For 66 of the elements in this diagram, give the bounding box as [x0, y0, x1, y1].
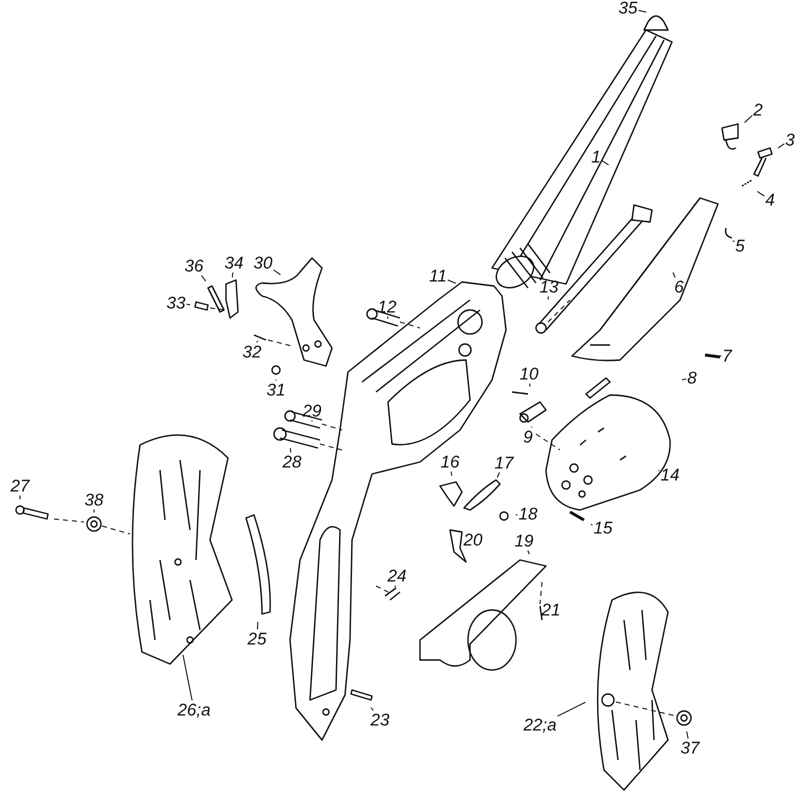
leader-line: [370, 707, 374, 711]
leader-line: [744, 114, 753, 124]
callout-number: 28: [282, 452, 302, 472]
leader-line: [638, 10, 647, 13]
callout-number: 25: [246, 630, 268, 648]
leader-line: [257, 621, 258, 630]
leader-line: [732, 240, 735, 242]
callout-number: 19: [514, 532, 534, 550]
callout-number: 8: [686, 368, 698, 388]
callout-number: 31: [266, 380, 286, 400]
callout-number: 7: [721, 346, 733, 366]
leader-line: [232, 272, 234, 278]
leader-line: [686, 731, 689, 739]
leader-line: [756, 190, 765, 197]
leader-line: [186, 304, 191, 306]
leader-line: [658, 470, 660, 472]
leader-line: [387, 316, 388, 320]
callout-number: 16: [440, 452, 460, 472]
leader-line: [540, 613, 544, 615]
leader-line: [601, 160, 610, 166]
callout-number: 30: [252, 254, 274, 272]
callout-number: 35: [618, 0, 638, 18]
leader-line: [672, 272, 676, 278]
callout-number: 10: [518, 364, 540, 384]
callout-number: 26;a: [176, 700, 212, 720]
leader-line: [447, 280, 456, 284]
leader-line: [200, 275, 206, 282]
callout-number: 4: [764, 190, 776, 210]
callout-number: 20: [462, 530, 484, 550]
callout-number: 36: [184, 256, 204, 276]
callout-number: 11: [428, 266, 448, 286]
leader-line: [450, 471, 452, 476]
callout-number: 22;a: [522, 716, 558, 734]
leader-line: [548, 296, 549, 300]
leader-line: [256, 340, 258, 343]
callout-number: 27: [10, 476, 30, 496]
callout-number: 21: [540, 600, 562, 620]
callout-number: 33: [166, 294, 186, 312]
callout-number: 24: [386, 566, 408, 586]
callout-number: 5: [734, 236, 746, 256]
callout-number: 15: [592, 518, 614, 538]
callout-number: 3: [784, 130, 796, 150]
callout-number: 34: [224, 254, 244, 272]
callout-number: 6: [673, 278, 685, 296]
callout-number: 1: [590, 148, 602, 166]
leader-line: [515, 514, 518, 516]
leader-line: [778, 143, 785, 148]
leader-line: [273, 270, 281, 276]
callout-number: 17: [494, 454, 514, 472]
leader-line: [394, 585, 396, 588]
leader-line: [182, 654, 193, 701]
callout-number: 18: [518, 504, 538, 524]
leader-line: [527, 550, 530, 555]
leader-line: [529, 383, 530, 387]
callout-number: 32: [242, 342, 262, 362]
callout-number: 23: [370, 710, 390, 730]
callout-number: 9: [522, 428, 534, 446]
leader-line: [290, 448, 292, 453]
leader-line: [496, 472, 500, 478]
callout-number: 2: [752, 100, 764, 120]
leader-line: [682, 378, 687, 380]
leader-line: [557, 702, 586, 717]
callout-number: 38: [84, 490, 104, 510]
leader-line: [590, 524, 593, 526]
callout-number: 14: [660, 466, 680, 484]
callout-number: 37: [680, 738, 700, 758]
